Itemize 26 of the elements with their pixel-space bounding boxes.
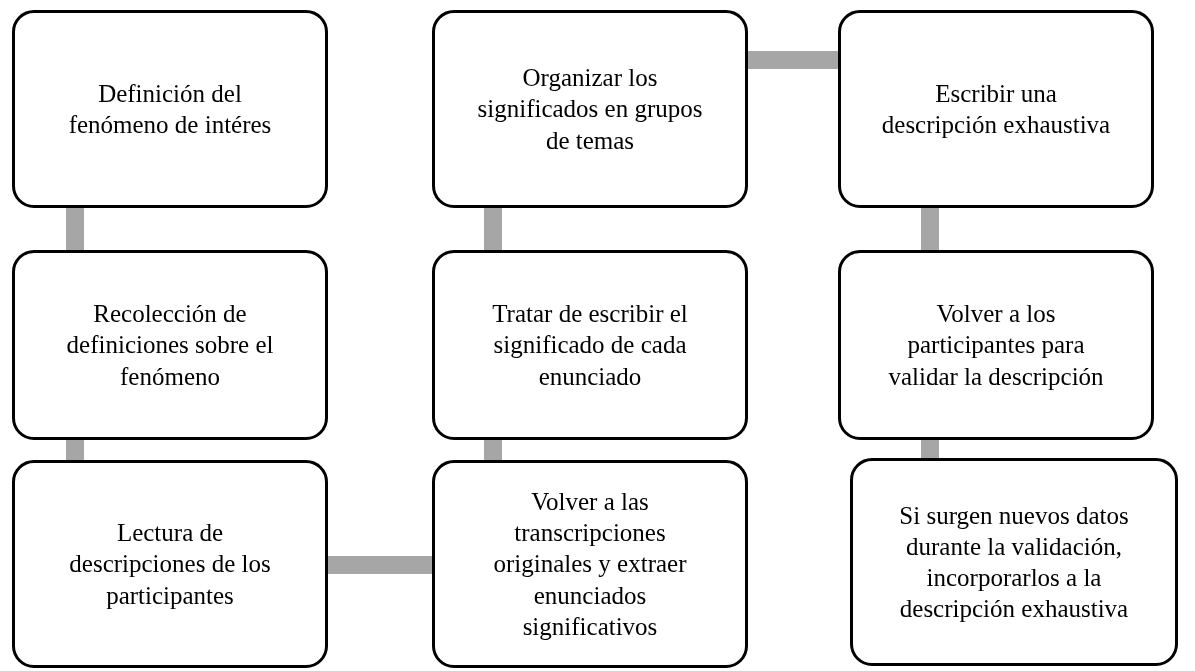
process-box [12, 10, 328, 208]
step-text: Lectura de descripciones de los participantes [68, 518, 272, 611]
step-text: Si surgen nuevos datos durante la validación, incorporarlos a la descripción exhaustiva [898, 500, 1130, 625]
process-box [432, 250, 748, 440]
connector-bar [328, 556, 432, 574]
process-box [850, 458, 1178, 666]
process-box [12, 250, 328, 440]
process-box [838, 10, 1154, 208]
step-text: Escribir una descripción exhaustiva [880, 78, 1112, 140]
process-box [12, 460, 328, 668]
step-text: Recolección de definiciones sobre el fenómeno [65, 299, 275, 392]
connector-bar [921, 208, 939, 250]
connector-bar [66, 440, 84, 460]
step-text: Volver a los participantes para validar la descripción [887, 299, 1105, 392]
process-box [432, 460, 748, 668]
step-text: Organizar los significados en grupos de temas [476, 63, 704, 156]
connector-bar [484, 208, 502, 250]
connector-bar [66, 208, 84, 250]
process-box [838, 250, 1154, 440]
step-text: Tratar de escribir el significado de cada enunciado [491, 299, 689, 392]
process-box [432, 10, 748, 208]
step-text: Definición del fenómeno de intéres [67, 78, 273, 140]
connector-bar [921, 440, 939, 458]
step-text: Volver a las transcripciones originales y extraer enunciados significativos [492, 486, 688, 642]
connector-bar [484, 440, 502, 460]
connector-bar [748, 51, 838, 69]
